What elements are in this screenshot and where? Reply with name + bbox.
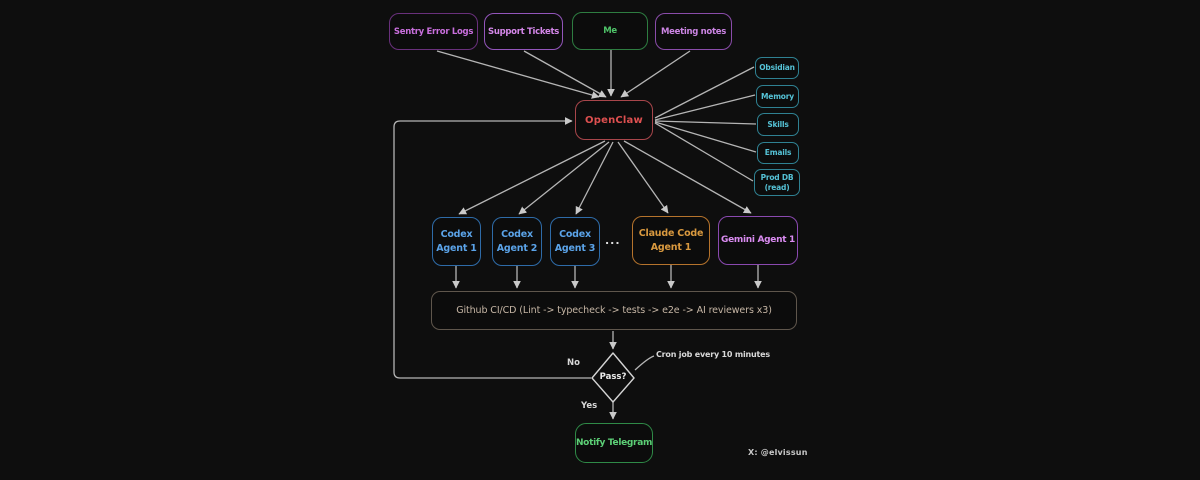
- node-prod-db: Prod DB (read): [754, 169, 800, 196]
- node-emails: Emails: [757, 142, 799, 164]
- agents-ellipsis: ...: [605, 234, 621, 247]
- watermark: X: @elvissun: [748, 448, 808, 457]
- label-cron-job: Cron job every 10 minutes: [656, 350, 770, 359]
- node-support-tickets: Support Tickets: [484, 13, 563, 50]
- edge-openclaw-to-codex1: [458, 140, 606, 215]
- node-skills: Skills: [757, 113, 799, 136]
- node-meeting-notes: Meeting notes: [655, 13, 732, 50]
- edge-openclaw-to-proddb: [654, 122, 754, 182]
- node-notify-telegram: Notify Telegram: [575, 423, 653, 463]
- edge-meeting-to-openclaw: [620, 50, 691, 98]
- edge-openclaw-to-claude: [617, 141, 669, 214]
- label-no: No: [567, 358, 580, 368]
- node-me: Me: [572, 12, 648, 50]
- edge-openclaw-to-obsidian: [654, 66, 755, 119]
- edge-openclaw-to-gemini: [623, 140, 752, 214]
- edge-openclaw-to-emails: [654, 121, 757, 153]
- node-codex-agent-3: Codex Agent 3: [550, 217, 600, 266]
- node-codex-agent-2: Codex Agent 2: [492, 217, 542, 266]
- node-obsidian: Obsidian: [755, 57, 799, 79]
- node-sentry-error-logs: Sentry Error Logs: [389, 13, 478, 50]
- node-openclaw: OpenClaw: [575, 100, 653, 140]
- edge-openclaw-to-codex3: [575, 141, 614, 215]
- edge-sentry-to-openclaw: [436, 50, 600, 99]
- edge-pass-no-loop-to-openclaw: [393, 117, 591, 379]
- node-gemini-agent-1: Gemini Agent 1: [718, 216, 798, 265]
- pass-diamond: [591, 352, 635, 403]
- pass-label: Pass?: [599, 372, 627, 382]
- node-memory: Memory: [756, 85, 799, 108]
- node-codex-agent-1: Codex Agent 1: [432, 217, 481, 266]
- label-yes: Yes: [581, 401, 598, 411]
- node-github-cicd: Github CI/CD (Lint -> typecheck -> tests…: [431, 291, 797, 330]
- node-claude-code-agent-1: Claude Code Agent 1: [632, 216, 710, 265]
- edge-openclaw-to-codex2: [518, 141, 610, 215]
- edge-openclaw-to-skills: [654, 120, 757, 125]
- edge-support-to-openclaw: [523, 50, 607, 98]
- edge-openclaw-to-memory: [654, 94, 756, 121]
- edge-cron-annotation: [634, 355, 655, 371]
